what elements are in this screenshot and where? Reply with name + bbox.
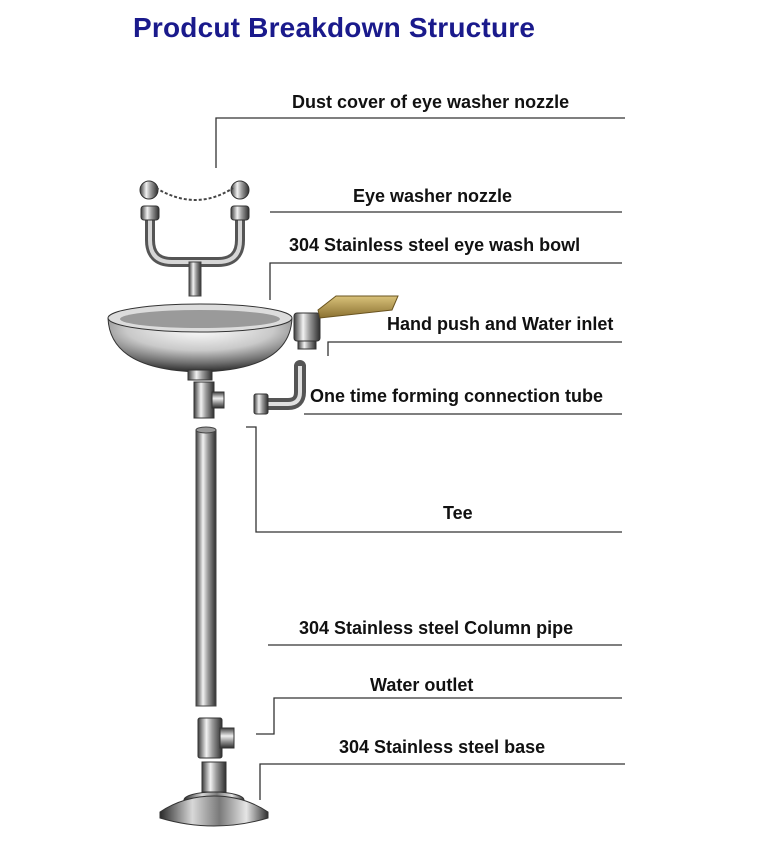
lower-tee-part bbox=[197, 717, 235, 759]
eye-wash-bowl-part bbox=[107, 303, 293, 381]
label-bowl: 304 Stainless steel eye wash bowl bbox=[289, 235, 581, 255]
label-dust-cover: Dust cover of eye washer nozzle bbox=[292, 92, 570, 112]
label-connection-tube: One time forming connection tube bbox=[310, 386, 604, 406]
hand-push-valve-part bbox=[293, 295, 399, 350]
leader-line-hand-push bbox=[327, 341, 622, 356]
label-tee: Tee bbox=[443, 503, 473, 523]
upper-tee-part bbox=[193, 381, 225, 419]
label-nozzle: Eye washer nozzle bbox=[353, 186, 513, 206]
label-base: 304 Stainless steel base bbox=[339, 737, 546, 757]
label-column-pipe: 304 Stainless steel Column pipe bbox=[299, 618, 574, 638]
leader-line-water-outlet bbox=[256, 697, 622, 735]
leader-line-bowl bbox=[269, 262, 622, 300]
column-pipe-part bbox=[195, 426, 217, 707]
eye-washer-nozzle-part bbox=[140, 205, 250, 297]
label-water-outlet: Water outlet bbox=[370, 675, 474, 695]
leader-line-dust-cover bbox=[215, 117, 625, 168]
dust-cover-part bbox=[139, 180, 250, 201]
label-hand-push: Hand push and Water inlet bbox=[387, 314, 614, 334]
leader-line-base bbox=[259, 763, 625, 800]
connection-tube-part bbox=[253, 360, 306, 415]
page-title: Prodcut Breakdown Structure bbox=[133, 12, 536, 43]
leader-line-tee bbox=[246, 426, 622, 533]
stainless-base-part bbox=[159, 761, 269, 827]
